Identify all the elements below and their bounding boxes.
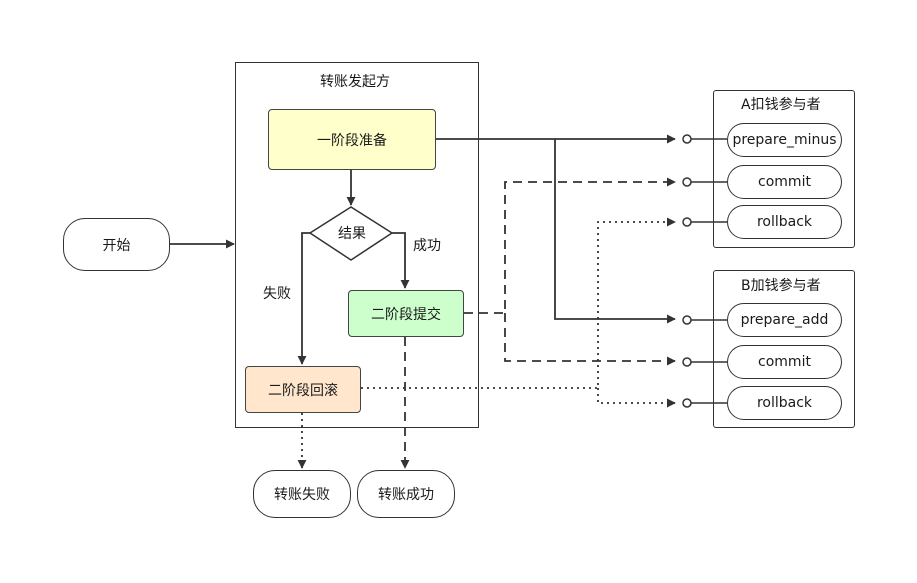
participant-b-prepare-add: prepare_add <box>727 303 842 337</box>
result-success-node: 转账成功 <box>357 470 455 518</box>
port-commit-a <box>682 177 727 187</box>
phase2-rollback-label: 二阶段回滚 <box>268 382 338 399</box>
port-rollback-a <box>682 217 727 227</box>
phase2-commit-node: 二阶段提交 <box>348 290 464 337</box>
initiator-title: 转账发起方 <box>320 74 390 90</box>
participant-b-container <box>713 270 855 428</box>
participant-b-rollback: rollback <box>727 386 842 420</box>
participant-b-commit-label: commit <box>758 354 811 370</box>
arrow-commit-a <box>464 177 676 314</box>
phase1-label: 一阶段准备 <box>317 132 387 149</box>
port-rollback-b <box>682 398 727 408</box>
participant-b-prepare-add-label: prepare_add <box>740 312 829 328</box>
decision-label: 结果 <box>338 226 366 242</box>
participant-a-container <box>713 90 855 248</box>
edge-label-failure: 失败 <box>263 286 291 302</box>
participant-a-prepare-minus: prepare_minus <box>727 123 842 157</box>
result-success-label: 转账成功 <box>378 487 434 503</box>
participant-a-title: A扣钱参与者 <box>741 97 821 113</box>
arrow-prepare-add <box>554 139 676 324</box>
participant-a-prepare-minus-label: prepare_minus <box>732 132 837 148</box>
arrow-decision-success <box>392 232 410 289</box>
port-prepare-minus <box>682 134 727 144</box>
participant-b-title: B加钱参与者 <box>741 278 821 294</box>
port-prepare-add <box>682 315 727 325</box>
decision-diamond <box>308 206 394 261</box>
participant-b-commit: commit <box>727 345 842 379</box>
participant-a-rollback: rollback <box>727 205 842 239</box>
participant-b-rollback-label: rollback <box>756 395 813 411</box>
arrow-commit-b <box>504 313 676 366</box>
arrow-rollback-b <box>597 388 676 408</box>
result-fail-label: 转账失败 <box>274 487 330 503</box>
arrow-decision-failure <box>297 232 310 365</box>
edge-label-success: 成功 <box>413 238 441 254</box>
arrow-rollback-a <box>361 217 676 389</box>
start-node: 开始 <box>63 218 170 271</box>
phase2-rollback-node: 二阶段回滚 <box>245 366 361 413</box>
phase2-commit-label: 二阶段提交 <box>371 306 441 323</box>
participant-a-commit-label: commit <box>758 174 811 190</box>
start-label: 开始 <box>102 237 131 254</box>
participant-a-commit: commit <box>727 165 842 199</box>
initiator-container <box>235 62 479 428</box>
phase1-prepare-node: 一阶段准备 <box>268 109 436 170</box>
participant-a-rollback-label: rollback <box>756 214 813 230</box>
port-commit-b <box>682 357 727 367</box>
result-fail-node: 转账失败 <box>253 470 351 518</box>
